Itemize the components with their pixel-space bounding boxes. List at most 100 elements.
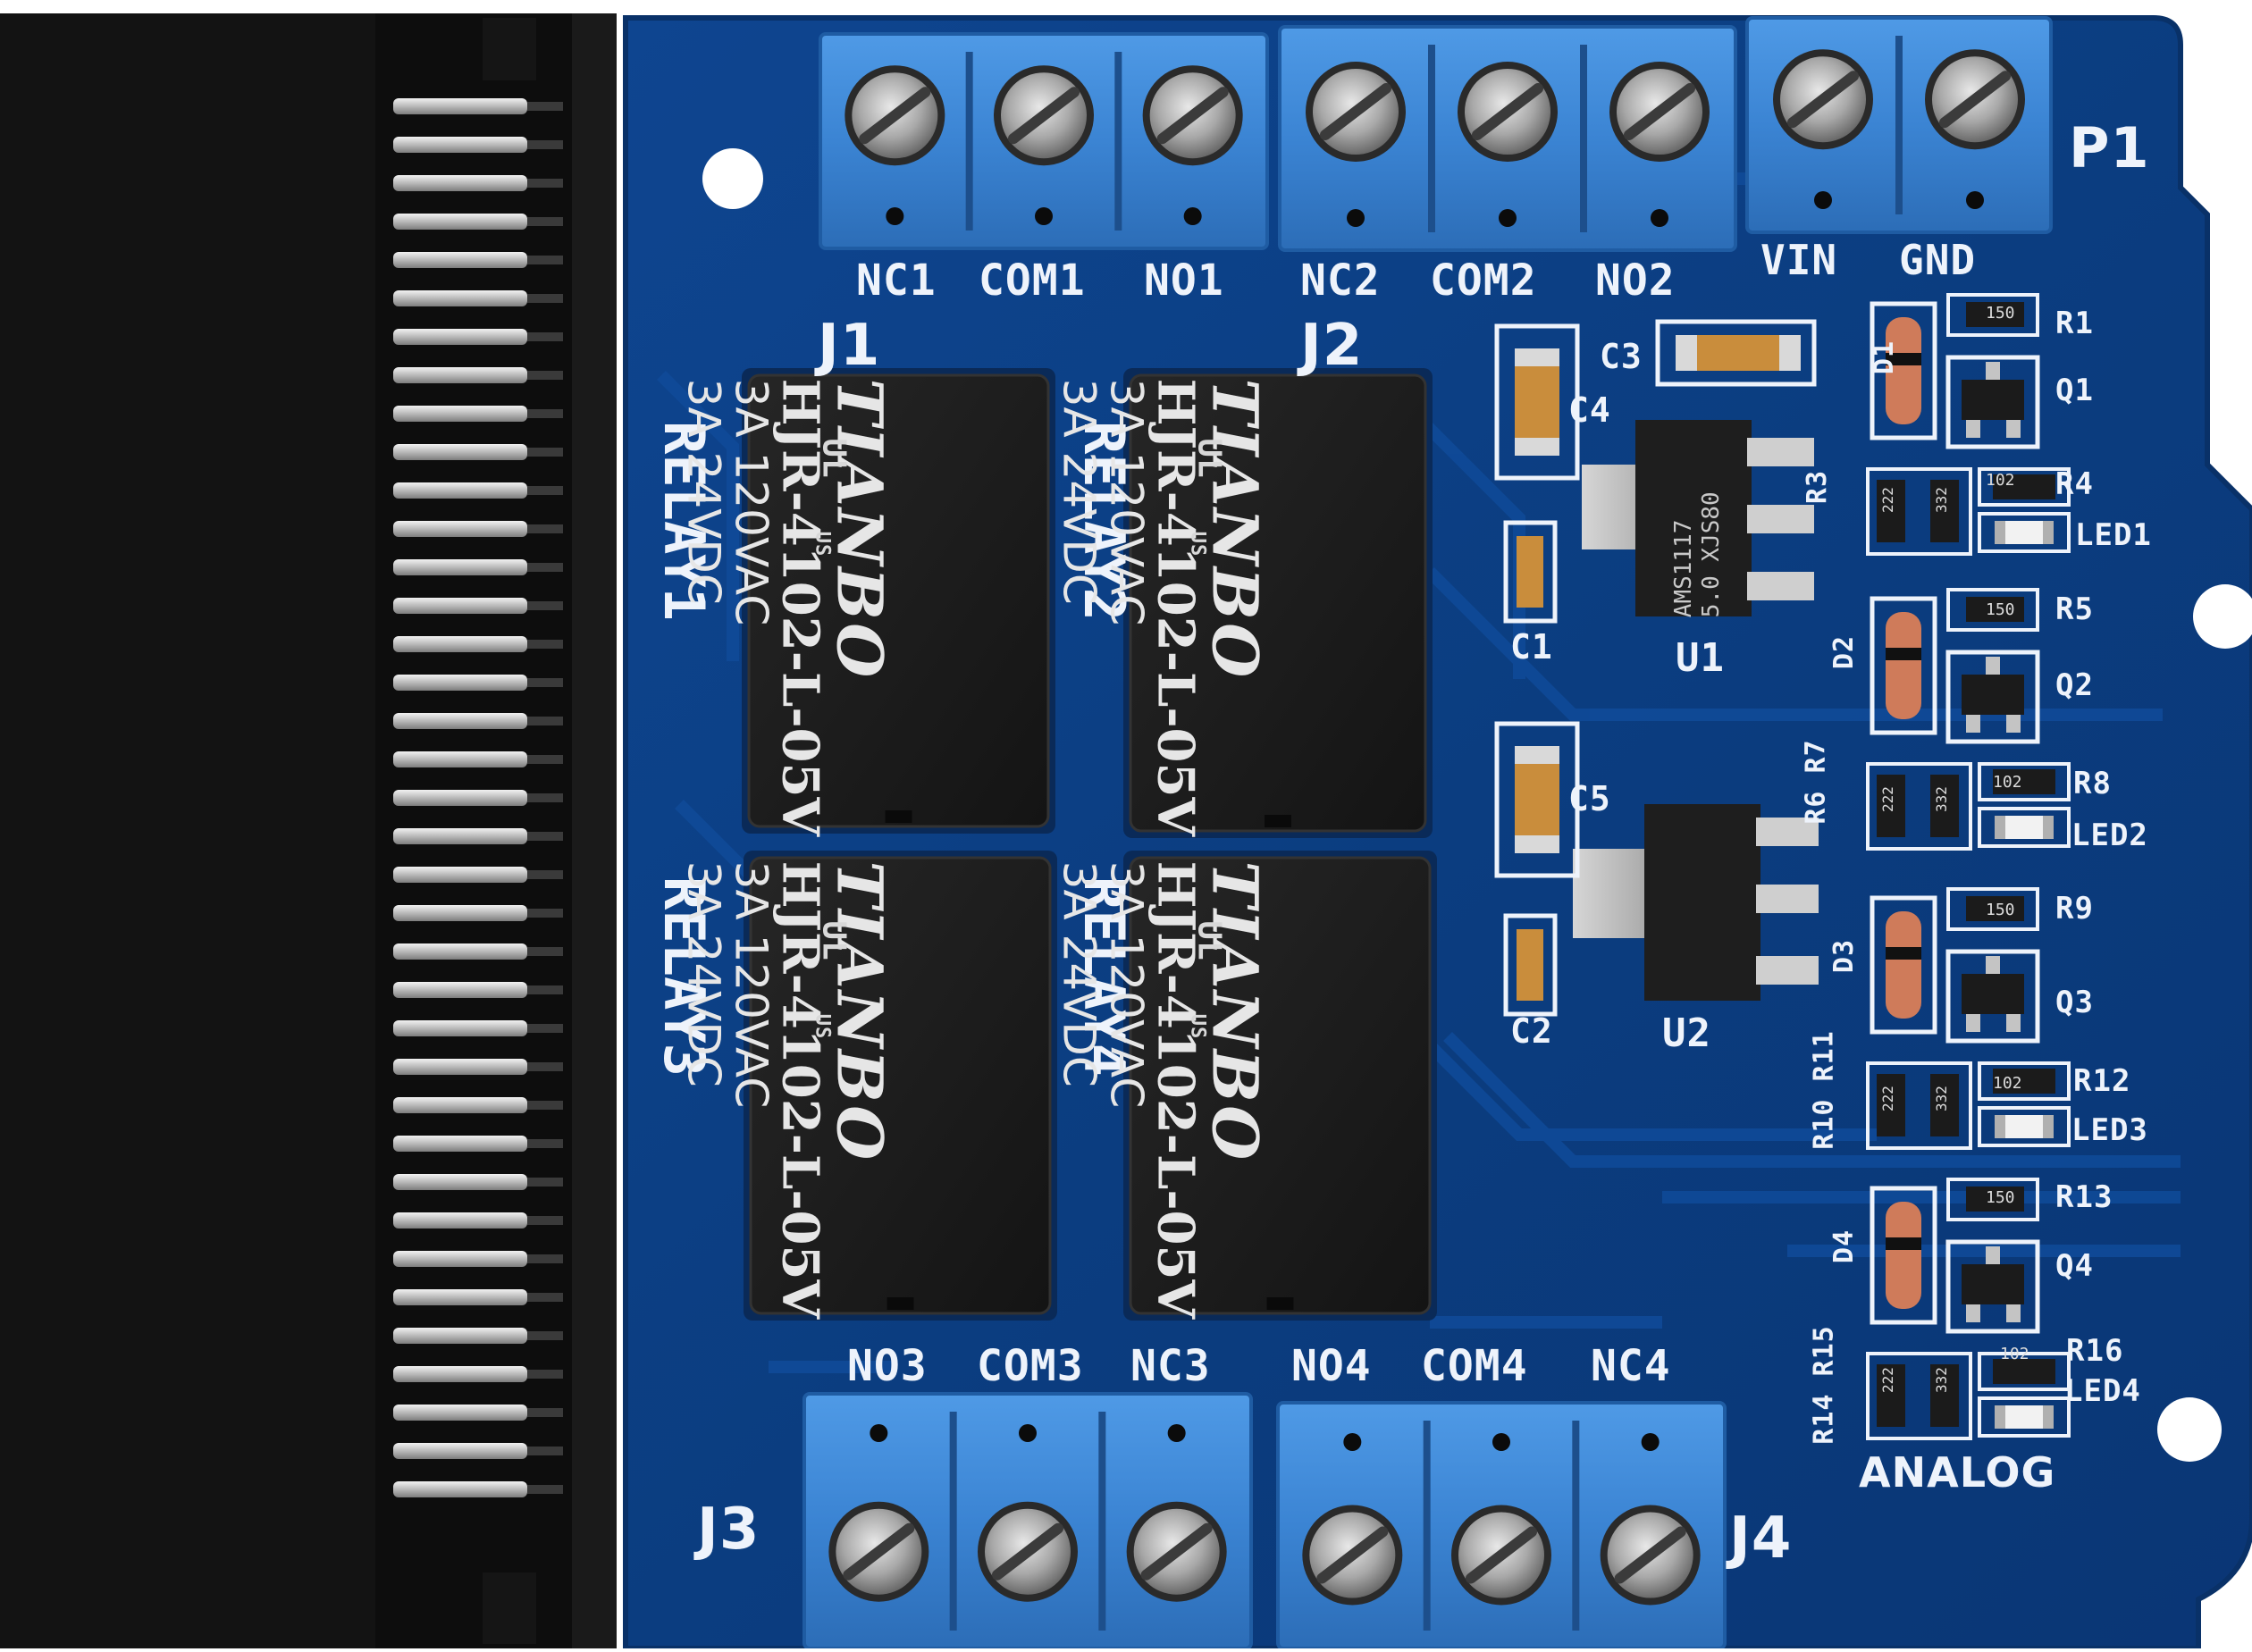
r4-code: 102 xyxy=(1986,471,2015,490)
connector-pin-gap xyxy=(527,870,563,879)
transistor-pin xyxy=(1986,657,2000,675)
diode-outline xyxy=(1870,301,1937,440)
connector-pin xyxy=(393,828,527,844)
connector-pin xyxy=(393,1366,527,1382)
connector-pin xyxy=(393,713,527,729)
label-com4: COM4 xyxy=(1421,1341,1528,1391)
regulator-u2 xyxy=(1573,804,1819,1001)
capacitor-c2 xyxy=(1503,913,1558,1017)
connector-pin-gap xyxy=(527,793,563,802)
label-no3: NO3 xyxy=(847,1341,928,1391)
diode-band xyxy=(1886,1237,1921,1250)
screw-slot xyxy=(1472,83,1543,140)
terminal-block-j4 xyxy=(1276,1401,1727,1650)
connector-pin-gap xyxy=(527,294,563,303)
designator-j4: J4 xyxy=(1729,1505,1793,1572)
led-outline xyxy=(1978,512,2071,553)
designator-led4: LED4 xyxy=(2064,1373,2141,1409)
designator-led2: LED2 xyxy=(2071,818,2148,853)
resistor-body xyxy=(1930,1074,1959,1136)
r7-code: 222 xyxy=(1878,786,1896,813)
r10-code: 332 xyxy=(1932,1086,1950,1112)
designator-j2: J2 xyxy=(1300,313,1364,379)
designator-d4: D4 xyxy=(1828,1229,1861,1264)
wire-hole xyxy=(1183,207,1202,225)
relay3-marking: TIANBO HJR-4102-L-05V 3A 120VAC 3A 24VDC xyxy=(678,860,897,1319)
screw-slot xyxy=(1316,1526,1389,1584)
designator-r14r15: R14 R15 xyxy=(1808,1325,1840,1445)
connector-pin xyxy=(393,1212,527,1229)
r1-code: 150 xyxy=(1986,304,2015,323)
resistor-outline xyxy=(1946,588,2039,632)
resistor-body xyxy=(1877,1364,1905,1427)
designator-r10r11: R10 R11 xyxy=(1808,1030,1840,1150)
label-vin: VIN xyxy=(1760,236,1838,284)
designator-r8: R8 xyxy=(2073,766,2112,801)
connector-pin-gap xyxy=(527,1024,563,1033)
u1-marking-line2: 5.0 XJS80 xyxy=(1698,491,1725,618)
designator-u2: U2 xyxy=(1662,1010,1711,1056)
resistor-pair-outline xyxy=(1866,1061,1972,1150)
resistor-body xyxy=(1966,1187,2024,1212)
wire-hole xyxy=(1035,207,1053,225)
connector-pin xyxy=(393,1405,527,1421)
designator-q2: Q2 xyxy=(2055,667,2094,703)
terminal-blocks xyxy=(802,16,2053,1650)
screw-slot xyxy=(1466,1526,1537,1584)
wire-hole xyxy=(1814,191,1832,209)
terminal-divider xyxy=(1580,45,1587,232)
connector-pin-gap xyxy=(527,102,563,111)
designator-j1: J1 xyxy=(818,313,881,379)
connector-pin-gap xyxy=(527,1370,563,1379)
wire-hole xyxy=(870,1424,888,1442)
transistor-outline xyxy=(1945,355,2040,449)
diode-band xyxy=(1886,353,1921,365)
relay-4 xyxy=(1123,851,1437,1321)
mounting-hole-bottom-right xyxy=(2157,1397,2222,1462)
diode-body xyxy=(1886,612,1921,719)
label-no1: NO1 xyxy=(1144,256,1224,306)
relay4-us-mark: US xyxy=(1186,1013,1209,1040)
wire-hole xyxy=(1499,209,1517,227)
transistor-body xyxy=(1962,380,2024,420)
connector-pin xyxy=(393,636,527,652)
relay4-ul-mark: UL xyxy=(1190,920,1228,961)
diode-outline xyxy=(1870,596,1937,735)
connector-pin xyxy=(393,943,527,960)
relay2-us-mark: US xyxy=(1186,531,1209,558)
diode-body xyxy=(1886,317,1921,424)
terminal-block-p1 xyxy=(1745,16,2053,234)
diode-band xyxy=(1886,648,1921,660)
relays xyxy=(742,368,1437,1321)
designator-d1: D1 xyxy=(1869,340,1901,375)
wire-hole xyxy=(1492,1433,1510,1451)
led-pad xyxy=(1995,816,2005,839)
connector-pin-gap xyxy=(527,448,563,457)
resistor-body xyxy=(1993,1359,2055,1384)
label-com2: COM2 xyxy=(1430,256,1537,306)
relay3-ul-mark: UL xyxy=(815,920,853,961)
relay2-marking: TIANBO HJR-4102-L-05V 3A 120VAC 3A 24VDC xyxy=(1053,378,1273,836)
screw-slot xyxy=(1320,83,1391,140)
capacitor-c1 xyxy=(1503,520,1558,624)
r2-code: 332 xyxy=(1932,487,1950,514)
designator-q1: Q1 xyxy=(2055,373,2094,408)
connector-pin xyxy=(393,214,527,230)
designator-q3: Q3 xyxy=(2055,985,2094,1020)
u1-marking-line1: AMS1117 xyxy=(1669,519,1697,618)
relay3-spec1: 3A 120VAC xyxy=(725,860,777,1109)
relay-2 xyxy=(1123,368,1433,838)
r16-code: 102 xyxy=(2000,1345,2029,1363)
relay2-spec2: 3A 24VDC xyxy=(1053,378,1105,605)
connector-pin xyxy=(393,1097,527,1113)
connector-pin xyxy=(393,1328,527,1344)
terminal-divider xyxy=(949,1412,957,1631)
relay-4-body xyxy=(1129,856,1432,1315)
resistor-outline xyxy=(1978,467,2071,507)
label-nc4: NC4 xyxy=(1591,1341,1671,1391)
resistor-body xyxy=(1993,1069,2055,1094)
screw-slot xyxy=(1624,83,1695,140)
relay-4-notch xyxy=(1266,1297,1294,1310)
screw-slot xyxy=(1156,87,1229,145)
designator-led1: LED1 xyxy=(2075,517,2152,553)
